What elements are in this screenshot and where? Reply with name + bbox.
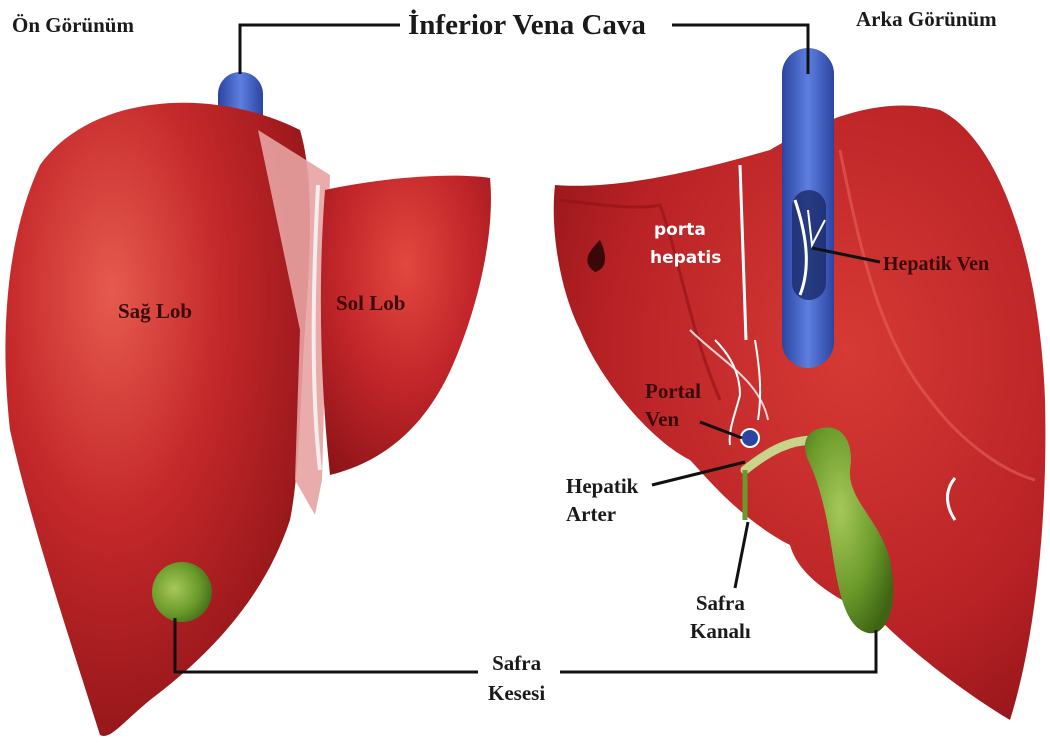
- bile-duct-line1: Safra: [690, 592, 751, 614]
- front-right-lobe: [5, 103, 310, 736]
- hepatic-artery-line2: Arter: [566, 503, 638, 525]
- right-lobe-label: Sağ Lob: [118, 300, 192, 322]
- hepatic-artery-line1: Hepatik: [566, 475, 638, 497]
- front-left-lobe: [321, 176, 491, 475]
- portal-vein-label: Portal Ven: [645, 380, 701, 430]
- gallbladder-line1: Safra: [488, 652, 545, 674]
- hepatic-artery-label: Hepatik Arter: [566, 475, 638, 525]
- bile-duct-line2: Kanalı: [690, 620, 751, 642]
- bile-duct-line: [735, 522, 748, 588]
- porta-hepatis-line1: porta: [654, 222, 721, 240]
- hepatic-vein-label: Hepatik Ven: [883, 254, 989, 275]
- inferior-vena-cava-label: İnferior Vena Cava: [408, 10, 646, 40]
- bile-duct-label: Safra Kanalı: [690, 592, 751, 642]
- gallbladder-line2: Kesesi: [488, 682, 545, 704]
- portal-vein-line1: Portal: [645, 380, 701, 402]
- back-view-label: Arka Görünüm: [856, 8, 997, 30]
- back-view-liver: [554, 48, 1046, 720]
- portal-vein-line2: Ven: [645, 408, 701, 430]
- porta-hepatis-label: porta hepatis: [654, 222, 721, 268]
- porta-hepatis-line2: hepatis: [650, 250, 721, 268]
- ivc-line-left: [240, 25, 400, 74]
- left-lobe-label: Sol Lob: [336, 292, 405, 314]
- front-view-liver: [5, 72, 491, 736]
- portal-vein-dot: [741, 429, 759, 447]
- front-view-label: Ön Görünüm: [12, 14, 134, 36]
- gallbladder-label: Safra Kesesi: [488, 652, 545, 704]
